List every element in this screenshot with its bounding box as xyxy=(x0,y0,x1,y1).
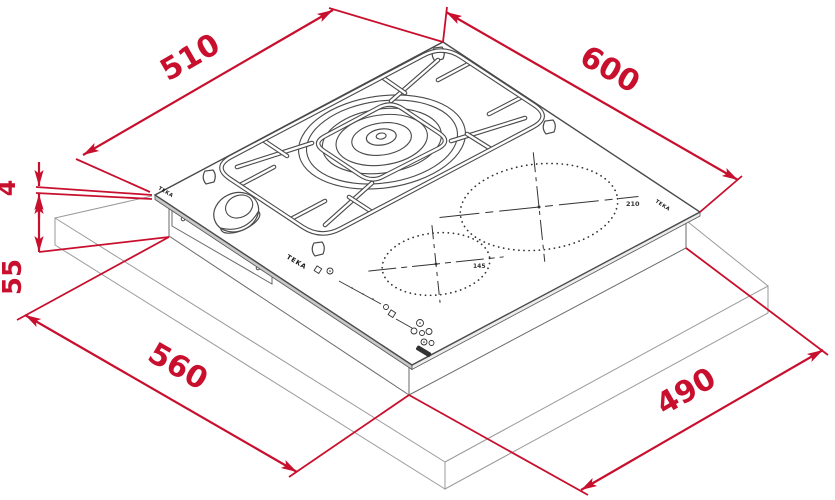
extension-line xyxy=(408,394,589,496)
touch-button-icon xyxy=(428,340,435,346)
dimension-line xyxy=(82,9,334,156)
dimension-55: 55 xyxy=(0,198,170,295)
countertop-back-right-edge xyxy=(687,221,769,287)
grate-foot xyxy=(202,169,216,185)
knob-skirt xyxy=(220,210,260,230)
knob-inner xyxy=(225,194,254,219)
slider-tick xyxy=(362,293,364,295)
extension-line xyxy=(75,158,151,193)
display-bar xyxy=(415,345,432,357)
slider-icon xyxy=(338,280,382,305)
extension-line xyxy=(685,247,829,356)
touch-dot xyxy=(423,341,425,343)
extension-line xyxy=(699,175,743,213)
knob-body xyxy=(213,191,260,233)
touch-dot xyxy=(419,322,421,324)
burner-ring xyxy=(335,113,428,167)
leader-line xyxy=(35,192,153,200)
touch-controls xyxy=(313,265,435,357)
dimension-label-55: 55 xyxy=(0,259,28,295)
extension-line xyxy=(328,7,444,43)
slider-tick xyxy=(372,298,374,300)
touch-button-icon xyxy=(419,330,425,336)
extension-line xyxy=(288,394,410,478)
induction-zone-large-circle xyxy=(459,162,619,252)
slider-icon xyxy=(395,318,413,329)
touch-key-icon xyxy=(387,309,397,319)
grate-foot xyxy=(311,241,325,257)
dimension-label-4: 4 xyxy=(0,180,21,197)
zone-center-dot xyxy=(537,205,541,209)
slider-end-icon xyxy=(383,304,389,310)
extension-line xyxy=(16,236,170,321)
countertop-back-left-edge xyxy=(54,195,153,219)
touch-button-icon xyxy=(420,338,428,346)
dimension-line xyxy=(580,349,824,491)
touch-button-icon xyxy=(416,319,424,327)
dimension-line xyxy=(24,314,298,473)
zone-center-dot xyxy=(434,262,438,266)
touch-button-icon xyxy=(425,328,433,335)
leader-line xyxy=(35,186,153,196)
burner-cap-center xyxy=(375,132,387,140)
power-icon xyxy=(326,267,334,275)
dimension-line xyxy=(445,11,739,181)
burner-ring xyxy=(351,122,412,156)
dimension-4: 4 xyxy=(0,162,153,218)
leader-line xyxy=(38,236,170,253)
touch-key-icon xyxy=(313,265,323,275)
control-knob xyxy=(213,191,261,234)
touch-button-icon xyxy=(410,327,418,335)
zone-diameter-label-large: 210 xyxy=(626,200,640,208)
grate-foot xyxy=(542,119,556,135)
induction-zone-small xyxy=(368,225,504,303)
power-dot xyxy=(329,270,331,272)
zone-diameter-label-small: 145 xyxy=(473,263,486,270)
slider-tick xyxy=(351,287,353,289)
burner-cap xyxy=(365,128,397,146)
